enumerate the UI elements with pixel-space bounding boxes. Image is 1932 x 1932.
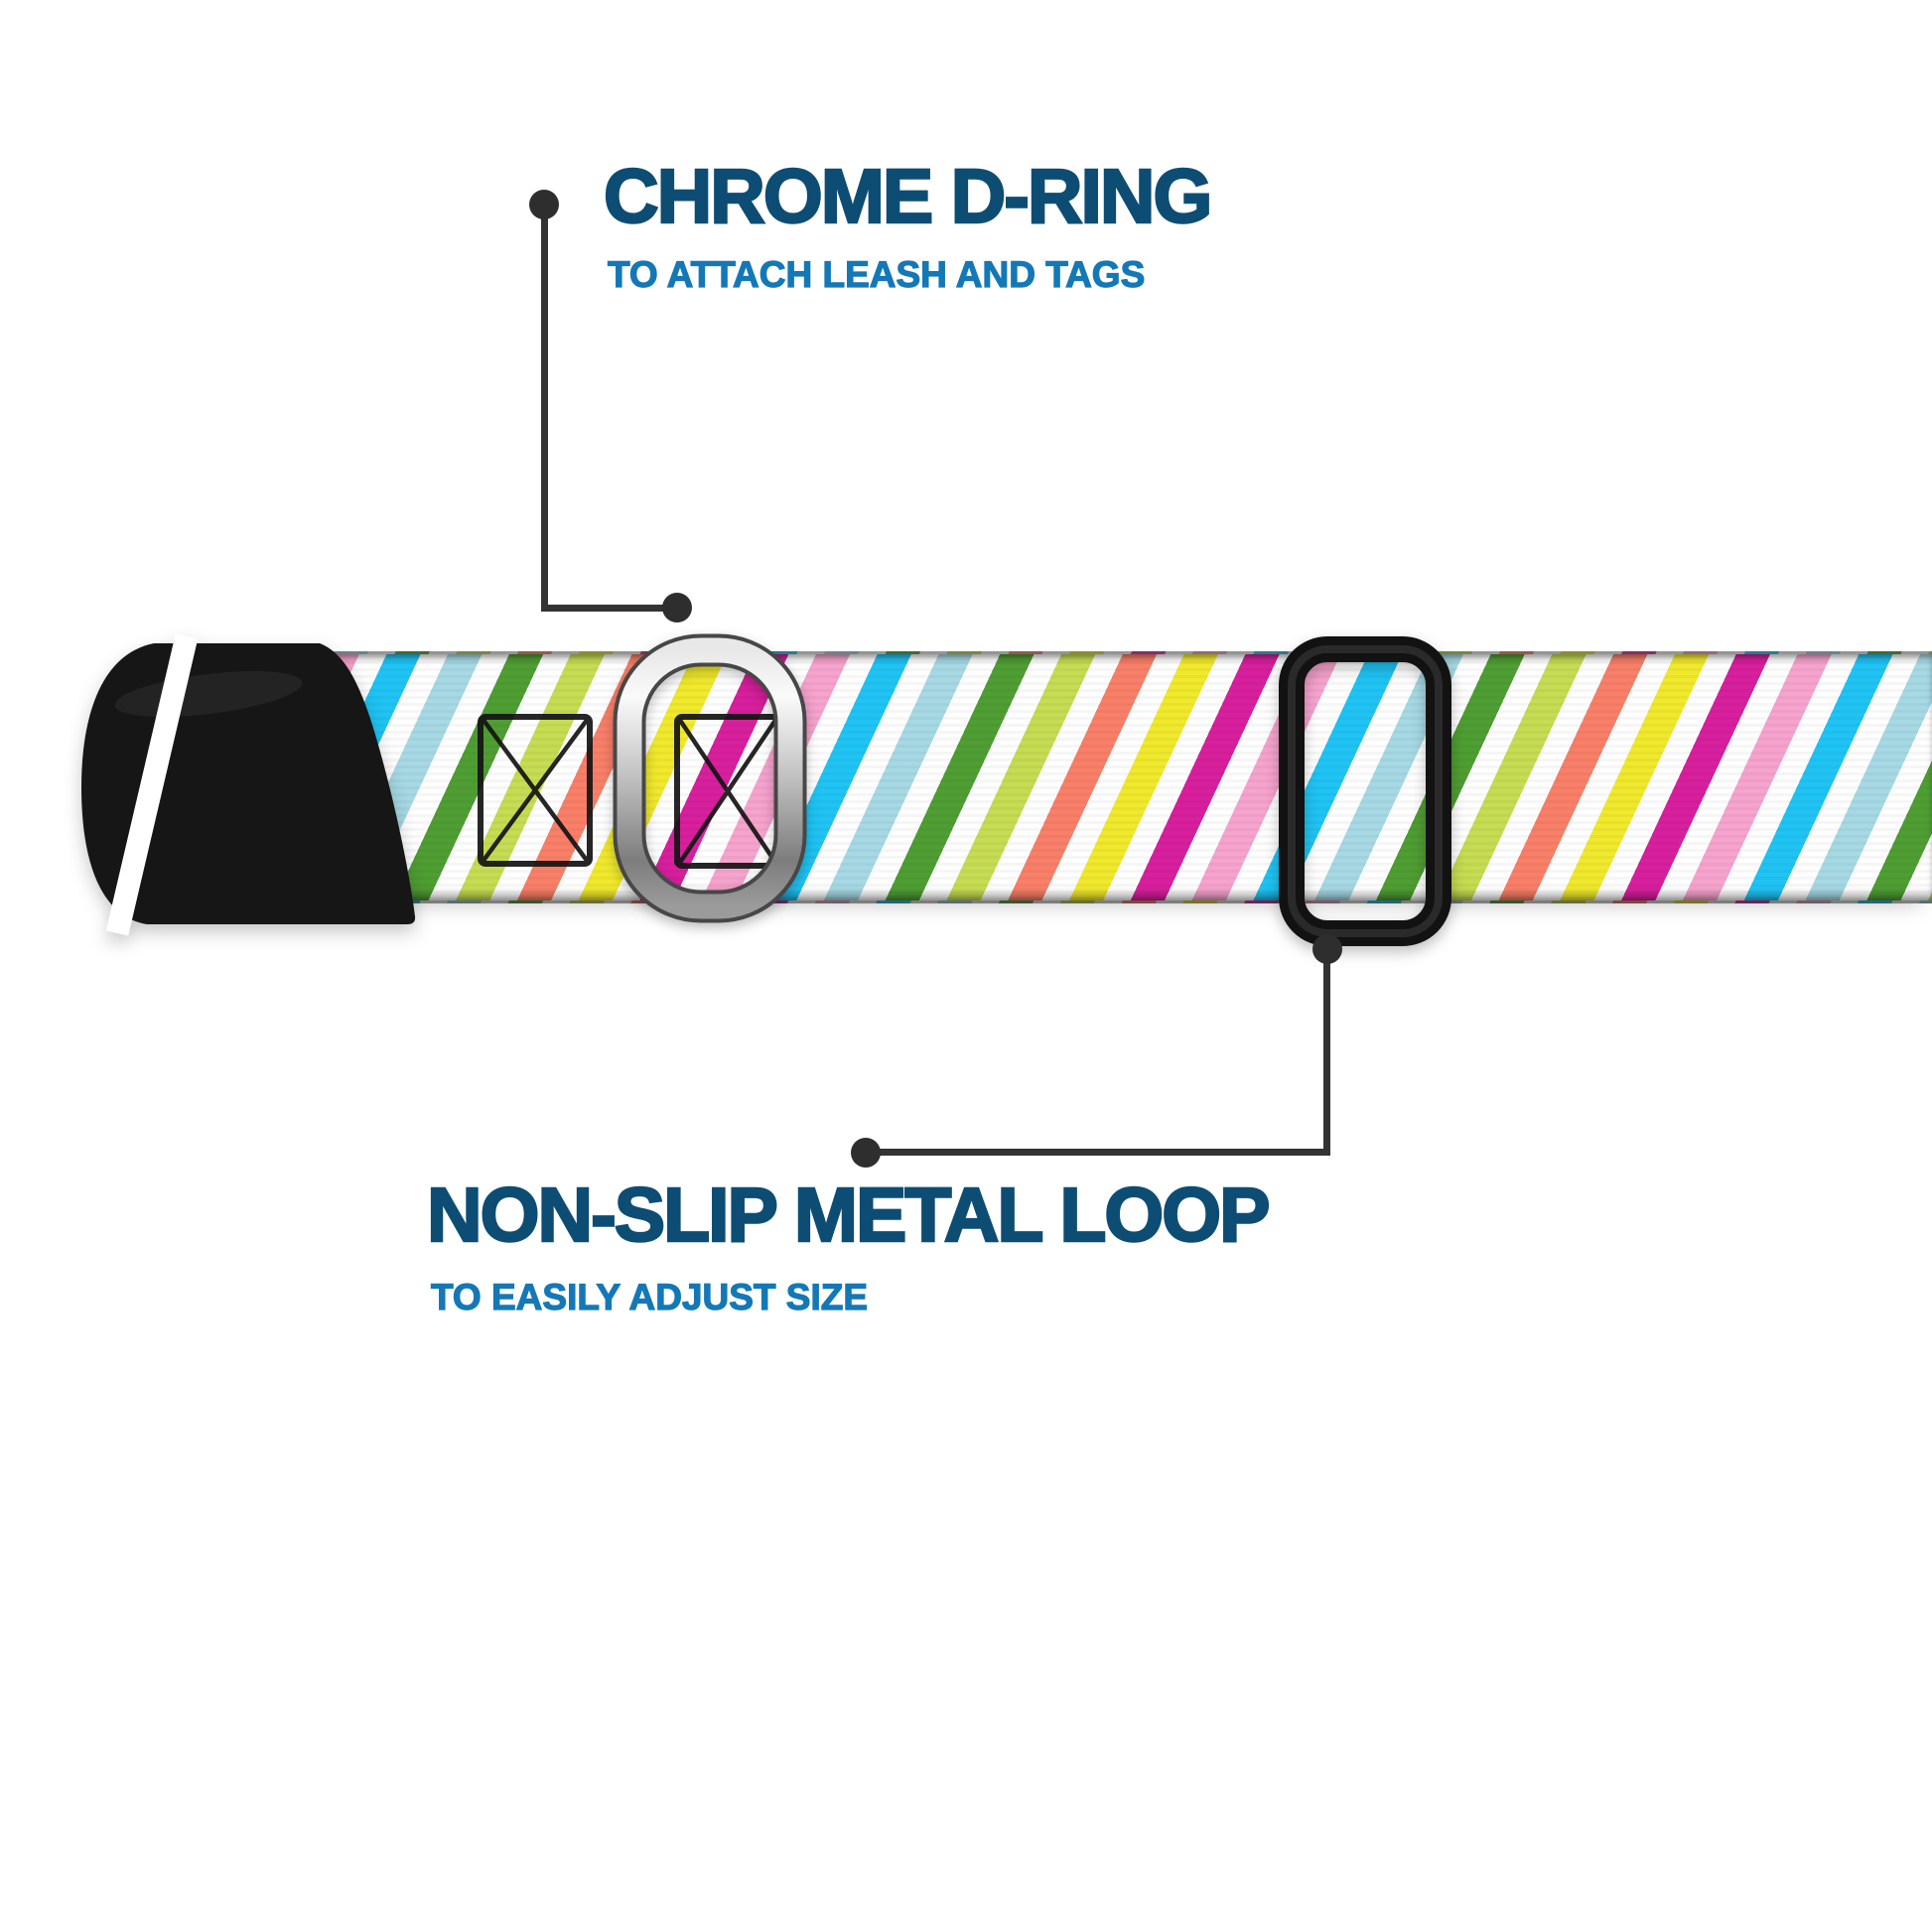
dring-callout-line-horizontal: [541, 605, 680, 612]
dring-callout-dot-part: [662, 593, 692, 622]
box-x-stitching: [478, 714, 781, 869]
dring-callout-line-vertical: [541, 203, 548, 612]
loop-callout-dot-part: [1312, 934, 1342, 964]
chrome-d-ring-icon: [613, 633, 807, 923]
metal-slide-loop-icon: [1279, 636, 1451, 946]
loop-callout-line-horizontal: [866, 1149, 1327, 1156]
loop-subtitle: TO EASILY ADJUST SIZE: [430, 1277, 869, 1317]
dring-subtitle: TO ATTACH LEASH AND TAGS: [607, 254, 1146, 295]
collar-webbing: [298, 651, 1932, 903]
dring-title: CHROME D-RING: [603, 154, 1214, 239]
buckle-icon: [81, 633, 416, 936]
loop-callout-line-vertical: [1323, 947, 1330, 1156]
loop-title: NON-SLIP METAL LOOP: [426, 1173, 1272, 1258]
dring-callout-dot-text: [529, 190, 559, 219]
loop-callout-dot-text: [851, 1138, 881, 1168]
